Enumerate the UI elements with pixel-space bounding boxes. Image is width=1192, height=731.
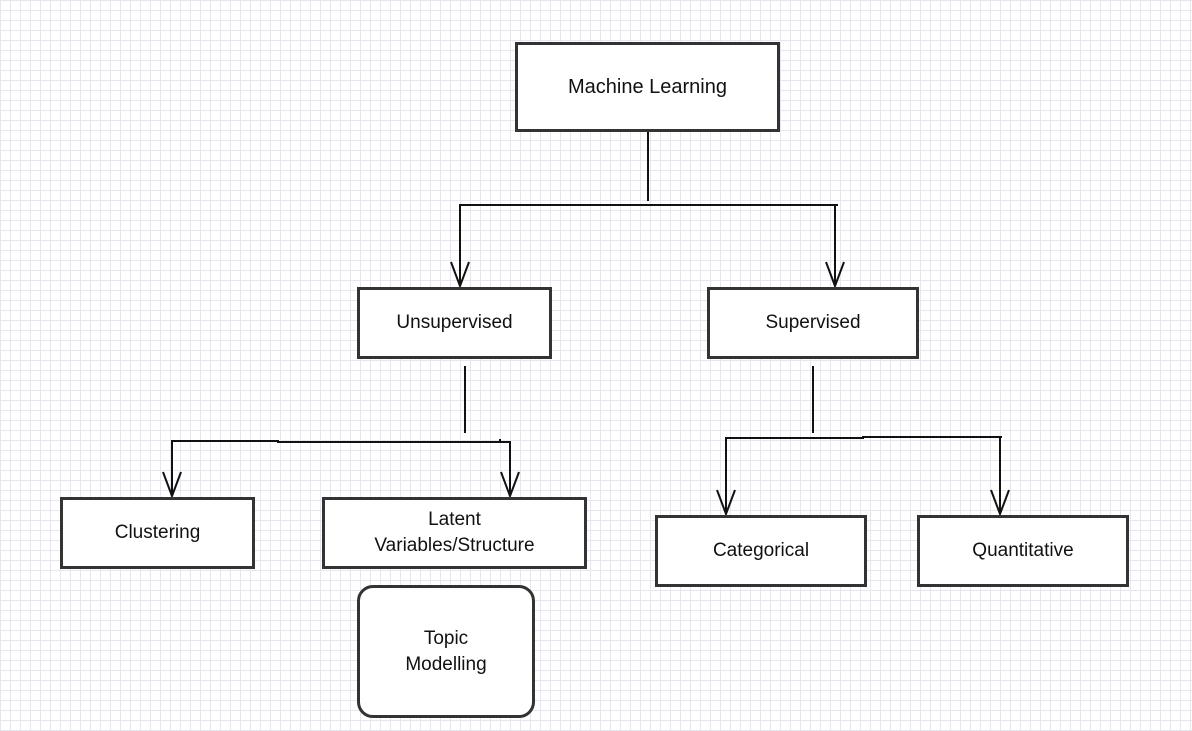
node-machine-learning[interactable]: Machine Learning [515,42,780,132]
edge-supervised-to-children [716,366,1010,517]
node-categorical[interactable]: Categorical [655,515,867,587]
arrow-head-quantitative-icon [990,489,1010,517]
node-quantitative[interactable]: Quantitative [917,515,1129,587]
node-latent-variables-structure[interactable]: Latent Variables/Structure [322,497,587,569]
arrow-head-supervised-icon [825,261,845,289]
node-label: Unsupervised [396,312,513,333]
edge-ml-to-unsupervised-supervised [450,132,845,289]
node-label: Clustering [114,522,201,543]
arrow-head-categorical-icon [716,489,736,517]
node-label: Quantitative [972,540,1074,561]
arrow-head-latent-icon [500,471,520,499]
arrow-head-unsupervised-icon [450,261,470,289]
edge-unsupervised-to-children [162,366,520,499]
node-label: Machine Learning [568,76,727,98]
node-supervised[interactable]: Supervised [707,287,919,359]
node-clustering[interactable]: Clustering [60,497,255,569]
node-topic-modelling[interactable]: Topic Modelling [357,585,535,718]
arrow-head-clustering-icon [162,471,182,499]
branch-bar [725,436,1002,514]
node-label: Latent Variables/Structure [374,509,535,556]
node-label: Categorical [712,540,810,561]
branch-bar [171,440,511,496]
node-unsupervised[interactable]: Unsupervised [357,287,552,359]
node-label: Topic Modelling [405,627,487,675]
node-label: Supervised [765,312,861,333]
